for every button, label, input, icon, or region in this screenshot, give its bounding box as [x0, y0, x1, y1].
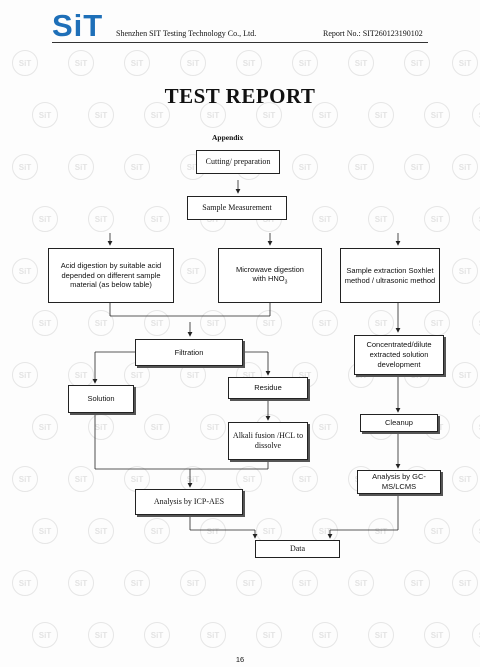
- watermark-logo: SiT: [292, 570, 318, 596]
- watermark-logo: SiT: [348, 154, 374, 180]
- page-number: 16: [235, 655, 245, 664]
- sample-measurement-box: Sample Measurement: [187, 196, 287, 220]
- watermark-logo: SiT: [12, 570, 38, 596]
- watermark-logo: SiT: [312, 622, 338, 648]
- watermark-logo: SiT: [424, 622, 450, 648]
- watermark-logo: SiT: [144, 622, 170, 648]
- microwave-digestion-box: Microwave digestion with HNO3: [218, 248, 322, 303]
- watermark-logo: SiT: [32, 414, 58, 440]
- watermark-logo: SiT: [32, 206, 58, 232]
- watermark-logo: SiT: [368, 622, 394, 648]
- watermark-logo: SiT: [312, 414, 338, 440]
- watermark-logo: SiT: [124, 154, 150, 180]
- watermark-logo: SiT: [32, 310, 58, 336]
- watermark-logo: SiT: [12, 466, 38, 492]
- watermark-logo: SiT: [144, 518, 170, 544]
- watermark-logo: SiT: [88, 622, 114, 648]
- watermark-logo: SiT: [88, 102, 114, 128]
- watermark-logo: SiT: [12, 50, 38, 76]
- solution-box: Solution: [68, 385, 134, 413]
- watermark-logo: SiT: [424, 518, 450, 544]
- watermark-logo: SiT: [236, 50, 262, 76]
- watermark-logo: SiT: [236, 466, 262, 492]
- watermark-logo: SiT: [368, 102, 394, 128]
- cutting-preparation-box: Cutting/ preparation: [196, 150, 280, 174]
- watermark-logo: SiT: [292, 154, 318, 180]
- watermark-logo: SiT: [12, 362, 38, 388]
- watermark-logo: SiT: [88, 518, 114, 544]
- watermark-logo: SiT: [348, 50, 374, 76]
- watermark-logo: SiT: [256, 102, 282, 128]
- watermark-logo: SiT: [200, 102, 226, 128]
- concentrated-box: Concentrated/dilute extracted solution d…: [354, 335, 444, 375]
- watermark-logo: SiT: [452, 50, 478, 76]
- watermark-logo: SiT: [312, 310, 338, 336]
- microwave-label: Microwave digestion with HNO3: [236, 264, 304, 286]
- watermark-logo: SiT: [32, 518, 58, 544]
- watermark-logo: SiT: [312, 206, 338, 232]
- watermark-logo: SiT: [32, 622, 58, 648]
- watermark-logo: SiT: [452, 570, 478, 596]
- watermark-logo: SiT: [236, 570, 262, 596]
- watermark-logo: SiT: [200, 414, 226, 440]
- acid-digestion-box: Acid digestion by suitable acid depended…: [48, 248, 174, 303]
- appendix-label: Appendix: [212, 133, 244, 142]
- watermark-logo: SiT: [144, 414, 170, 440]
- watermark-logo: SiT: [180, 50, 206, 76]
- watermark-logo: SiT: [348, 570, 374, 596]
- gcms-analysis-box: Analysis by GC-MS/LCMS: [357, 470, 441, 494]
- watermark-logo: SiT: [404, 154, 430, 180]
- watermark-logo: SiT: [68, 50, 94, 76]
- company-name: Shenzhen SIT Testing Technology Co., Ltd…: [116, 29, 257, 38]
- watermark-logo: SiT: [368, 518, 394, 544]
- watermark-logo: SiT: [200, 622, 226, 648]
- watermark-logo: SiT: [312, 102, 338, 128]
- watermark-logo: SiT: [88, 206, 114, 232]
- watermark-logo: SiT: [68, 570, 94, 596]
- watermark-logo: SiT: [144, 310, 170, 336]
- watermark-logo: SiT: [12, 258, 38, 284]
- watermark-logo: SiT: [292, 50, 318, 76]
- watermark-logo: SiT: [256, 310, 282, 336]
- watermark-logo: SiT: [424, 102, 450, 128]
- watermark-logo: SiT: [68, 466, 94, 492]
- sample-extraction-box: Sample extraction Soxhlet method / ultra…: [340, 248, 440, 303]
- cleanup-box: Cleanup: [360, 414, 438, 432]
- watermark-logo: SiT: [452, 258, 478, 284]
- watermark-logo: SiT: [144, 206, 170, 232]
- watermark-logo: SiT: [200, 310, 226, 336]
- watermark-logo: SiT: [404, 50, 430, 76]
- watermark-logo: SiT: [452, 466, 478, 492]
- watermark-logo: SiT: [452, 362, 478, 388]
- watermark-logo: SiT: [88, 310, 114, 336]
- watermark-logo: SiT: [144, 102, 170, 128]
- page-title: TEST REPORT: [164, 84, 316, 108]
- watermark-logo: SiT: [404, 570, 430, 596]
- watermark-logo: SiT: [68, 154, 94, 180]
- watermark-logo: SiT: [124, 570, 150, 596]
- watermark-logo: SiT: [32, 102, 58, 128]
- watermark-logo: SiT: [180, 258, 206, 284]
- report-number: Report No.: SIT260123190102: [323, 29, 423, 38]
- watermark-logo: SiT: [256, 622, 282, 648]
- data-box: Data: [255, 540, 340, 558]
- watermark-logo: SiT: [12, 154, 38, 180]
- watermark-logo: SiT: [200, 518, 226, 544]
- watermark-logo: SiT: [452, 154, 478, 180]
- watermark-logo: SiT: [124, 50, 150, 76]
- filtration-box: Filtration: [135, 339, 243, 366]
- header-divider: [52, 42, 428, 43]
- watermark-logo: SiT: [180, 570, 206, 596]
- alkali-fusion-box: Alkali fusion /HCL to dissolve: [228, 422, 308, 460]
- residue-box: Residue: [228, 377, 308, 399]
- watermark-logo: SiT: [88, 414, 114, 440]
- watermark-logo: SiT: [292, 466, 318, 492]
- watermark-logo: SiT: [368, 206, 394, 232]
- watermark-logo: SiT: [424, 206, 450, 232]
- sit-logo: SiT: [52, 8, 104, 43]
- icp-analysis-box: Analysis by ICP-AES: [135, 489, 243, 515]
